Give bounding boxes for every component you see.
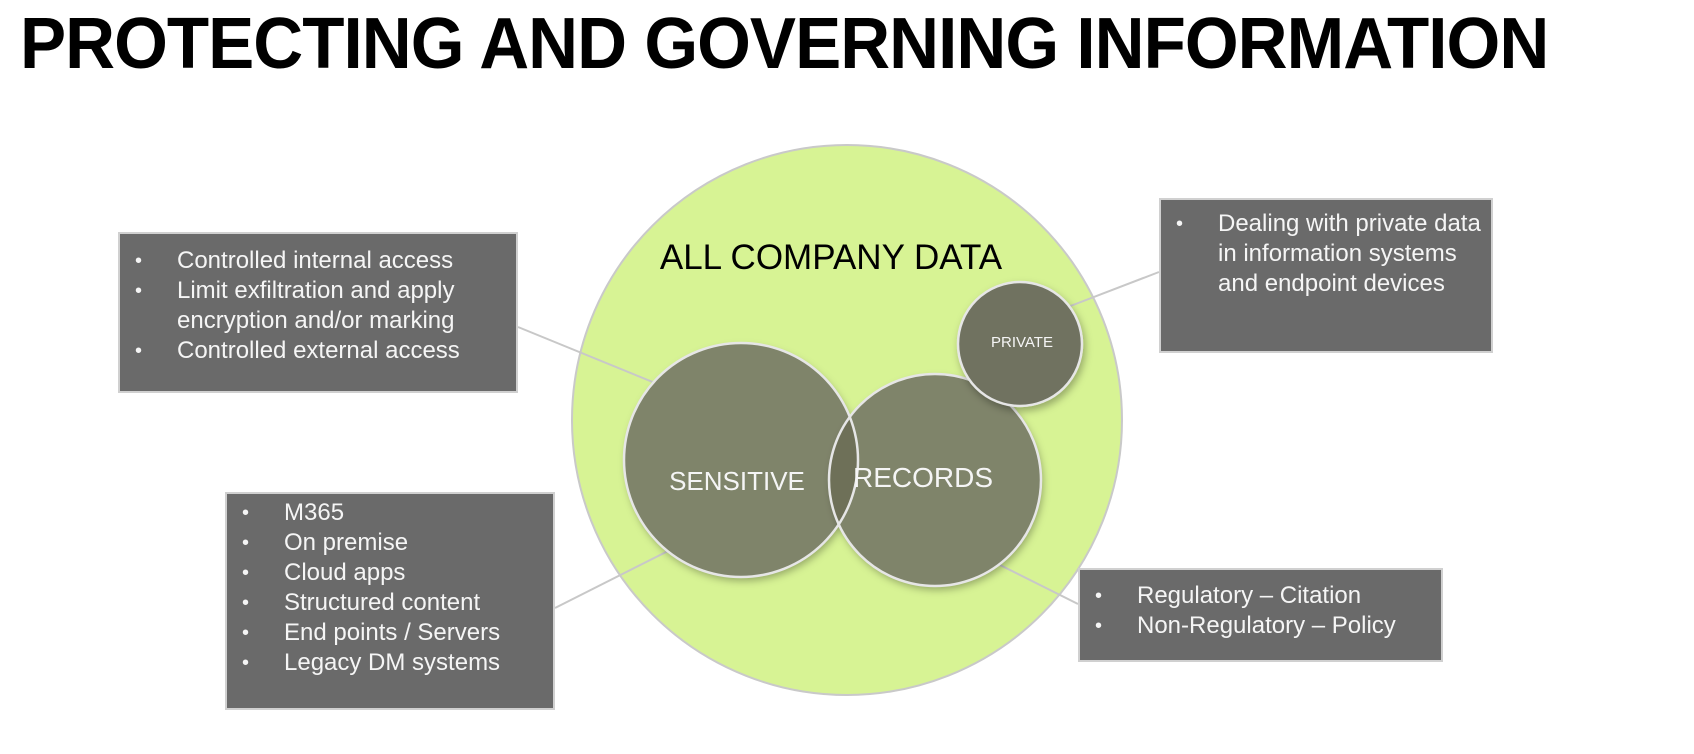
- list-item-label: Controlled internal access: [177, 247, 454, 274]
- list-item: • Non-Regulatory – Policy: [1080, 611, 1441, 641]
- callout-records-types: • Regulatory – Citation • Non-Regulatory…: [1078, 568, 1443, 662]
- list-item: • M365: [227, 498, 553, 528]
- bullet-icon: •: [242, 532, 250, 554]
- list-item: • Cloud apps: [227, 558, 553, 588]
- list-item-label: End points / Servers: [284, 619, 501, 646]
- list-item: • Regulatory – Citation: [1080, 581, 1441, 611]
- list-item-label: Legacy DM systems: [284, 649, 501, 676]
- sensitive-label: SENSITIVE: [669, 466, 805, 496]
- list-item: • Structured content: [227, 588, 553, 618]
- bullet-icon: •: [242, 562, 250, 584]
- connector-line-sensitive-controls: [517, 326, 661, 386]
- bullet-icon: •: [1095, 615, 1103, 637]
- list-item: • Dealing with private data in informati…: [1161, 209, 1491, 299]
- list-item-label: Cloud apps: [284, 559, 406, 586]
- bullet-icon: •: [1176, 213, 1184, 235]
- list-item-label: Regulatory – Citation: [1137, 582, 1362, 609]
- list-item-label: On premise: [284, 529, 409, 556]
- records-circle: [829, 374, 1041, 586]
- all-company-data-label: ALL COMPANY DATA: [660, 238, 1003, 277]
- bullet-icon: •: [242, 622, 250, 644]
- list-item: • Controlled internal access: [120, 246, 516, 276]
- sensitive-circle-border: [622, 341, 860, 579]
- callout-private-note: • Dealing with private data in informati…: [1159, 198, 1493, 353]
- list-item: • Controlled external access: [120, 336, 516, 366]
- list-item-label: Controlled external access: [177, 337, 460, 364]
- list-item-label: M365: [284, 499, 345, 526]
- bullet-icon: •: [135, 340, 143, 362]
- connector-line-private-note: [1059, 271, 1160, 311]
- list-item: • On premise: [227, 528, 553, 558]
- bullet-icon: •: [135, 280, 143, 302]
- slide-title: PROTECTING AND GOVERNING INFORMATION: [20, 4, 1549, 84]
- list-item: • Limit exfiltration and apply encryptio…: [120, 276, 516, 336]
- connector-line-data-sources: [554, 544, 681, 609]
- list-item-label: Non-Regulatory – Policy: [1137, 612, 1396, 639]
- list-item-label: Dealing with private data in information…: [1218, 210, 1481, 297]
- bullet-icon: •: [242, 592, 250, 614]
- list-item: • Legacy DM systems: [227, 648, 553, 678]
- sensitive-circle: [624, 343, 858, 577]
- bullet-icon: •: [1095, 585, 1103, 607]
- bullet-icon: •: [135, 250, 143, 272]
- bullet-icon: •: [242, 652, 250, 674]
- records-label: RECORDS: [853, 462, 993, 493]
- connector-line-records-types: [989, 559, 1079, 605]
- private-label: PRIVATE: [991, 334, 1053, 351]
- list-item: • End points / Servers: [227, 618, 553, 648]
- list-item-label: Limit exfiltration and apply encryption …: [177, 277, 455, 334]
- callout-data-sources: • M365 • On premise • Cloud apps • Struc…: [225, 492, 555, 710]
- records-circle-border: [827, 372, 1043, 588]
- bullet-icon: •: [242, 502, 250, 524]
- list-item-label: Structured content: [284, 589, 481, 616]
- callout-sensitive-controls: • Controlled internal access • Limit exf…: [118, 232, 518, 393]
- private-circle: [956, 280, 1084, 408]
